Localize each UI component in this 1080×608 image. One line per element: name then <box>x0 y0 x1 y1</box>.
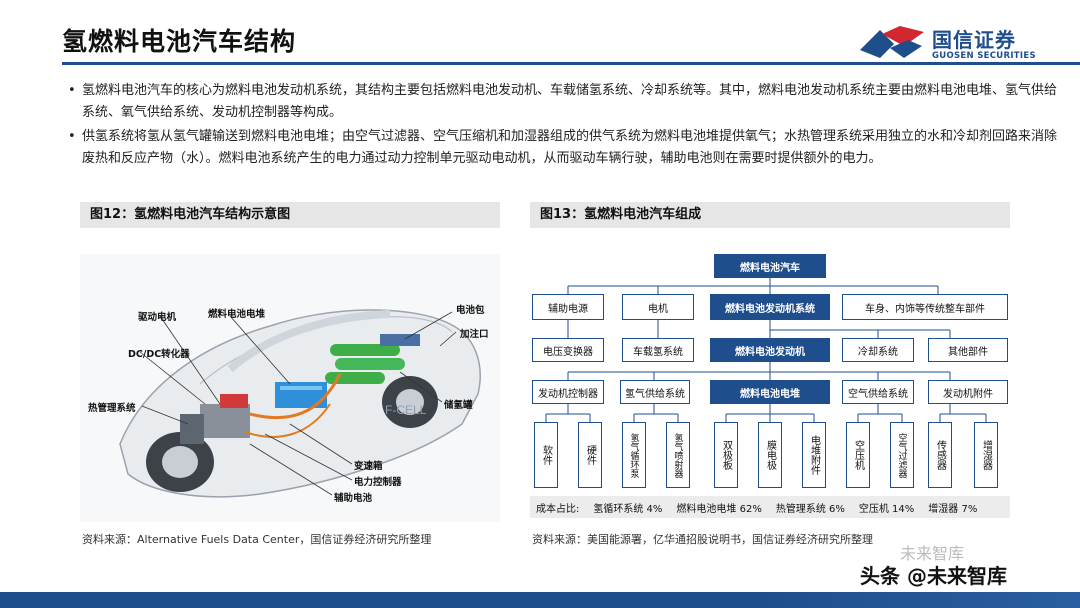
bullet-item: 供氢系统将氢从氢气罐输送到燃料电池电堆；由空气过滤器、空气压缩机和加湿器组成的供… <box>68 126 1058 170</box>
label-battery-pack: 电池包 <box>456 305 485 316</box>
logo-text-cn: 国信证券 <box>932 28 1016 52</box>
car-illustration: F-CELL <box>119 309 481 498</box>
node-motor: 电机 <box>622 294 694 320</box>
node-voltage-converter: 电压变换器 <box>532 338 604 362</box>
node-humidifier: 增湿器 <box>974 422 998 488</box>
tree-connectors <box>545 278 987 422</box>
label-filler: 加注口 <box>460 329 489 340</box>
logo-text-en: GUOSEN SECURITIES <box>932 51 1036 61</box>
node-air-compressor: 空压机 <box>846 422 870 488</box>
guosen-logo-icon <box>860 26 924 58</box>
label-dcdc: DC/DC转化器 <box>128 349 190 360</box>
node-air-filter: 空气过滤器 <box>890 422 914 488</box>
figure13-source: 资料来源：美国能源署，亿华通招股说明书，国信证券经济研究所整理 <box>532 533 873 546</box>
figure12-source: 资料来源：Alternative Fuels Data Center，国信证券经… <box>82 533 432 546</box>
node-fc-stack: 燃料电池电堆 <box>710 380 830 404</box>
title-divider <box>62 62 1080 65</box>
label-gearbox: 变速箱 <box>354 461 383 472</box>
cost-item: 增湿器 7% <box>928 503 978 515</box>
node-body-parts: 车身、内饰等传统整车部件 <box>842 294 1008 320</box>
node-fc-engine: 燃料电池发动机 <box>710 338 830 362</box>
car-badge-text: F-CELL <box>385 403 427 417</box>
node-h2-injector: 氢气喷射器 <box>666 422 690 488</box>
label-drive-motor: 驱动电机 <box>138 312 177 323</box>
figure13-caption: 图13：氢燃料电池汽车组成 <box>530 202 1010 228</box>
brand-logo: 国信证券 GUOSEN SECURITIES <box>860 22 1060 68</box>
node-h2-supply: 氢气供给系统 <box>620 380 690 404</box>
node-mea: 膜电极 <box>758 422 782 488</box>
node-onboard-h2: 车载氢系统 <box>622 338 694 362</box>
label-aux-battery: 辅助电池 <box>334 493 373 504</box>
label-thermal: 热管理系统 <box>88 403 136 414</box>
node-stack-accessories: 电堆附件 <box>802 422 826 488</box>
node-bipolar-plate: 双极板 <box>714 422 738 488</box>
node-software: 软件 <box>534 422 558 488</box>
node-engine-system: 燃料电池发动机系统 <box>710 294 830 320</box>
cost-item: 氢循环系统 4% <box>593 503 663 515</box>
node-other-parts: 其他部件 <box>928 338 1008 362</box>
node-aux-power: 辅助电源 <box>532 294 604 320</box>
cost-item: 燃料电池电堆 62% <box>676 503 762 515</box>
page-title: 氢燃料电池汽车结构 <box>62 27 297 56</box>
car-illustration-panel: F-CELL 驱动电机 燃料电池电堆 电池包 加注口 DC/DC转化器 热管理系… <box>80 254 500 522</box>
node-hardware: 硬件 <box>578 422 602 488</box>
watermark-faint: 未来智库 <box>900 544 965 563</box>
node-h2-recirc-pump: 氢气循环泵 <box>622 422 646 488</box>
label-h2-tank: 储氢罐 <box>444 400 473 411</box>
cost-share-row: 成本占比: 氢循环系统 4% 燃料电池电堆 62% 热管理系统 6% 空压机 1… <box>530 496 1010 518</box>
label-fuel-cell-stack: 燃料电池电堆 <box>208 309 266 320</box>
label-power-controller: 电力控制器 <box>354 477 402 488</box>
node-sensor: 传感器 <box>928 422 952 488</box>
node-engine-accessories: 发动机附件 <box>928 380 1008 404</box>
bullet-list: 氢燃料电池汽车的核心为燃料电池发动机系统，其结构主要包括燃料电池发动机、车载储氢… <box>68 80 1058 172</box>
node-air-supply: 空气供给系统 <box>842 380 914 404</box>
node-cooling: 冷却系统 <box>842 338 914 362</box>
cost-item: 热管理系统 6% <box>775 503 845 515</box>
cost-label: 成本占比: <box>536 503 580 515</box>
footer-bar <box>0 592 1080 608</box>
bullet-item: 氢燃料电池汽车的核心为燃料电池发动机系统，其结构主要包括燃料电池发动机、车载储氢… <box>68 80 1058 124</box>
cost-item: 空压机 14% <box>858 503 915 515</box>
composition-tree: 燃料电池汽车 辅助电源 电机 燃料电池发动机系统 车身、内饰等传统整车部件 电压… <box>530 248 1010 526</box>
node-engine-controller: 发动机控制器 <box>532 380 604 404</box>
watermark-text: 头条 @未来智库 <box>860 564 1007 588</box>
node-root: 燃料电池汽车 <box>714 254 826 278</box>
figure12-caption: 图12：氢燃料电池汽车结构示意图 <box>80 202 500 228</box>
